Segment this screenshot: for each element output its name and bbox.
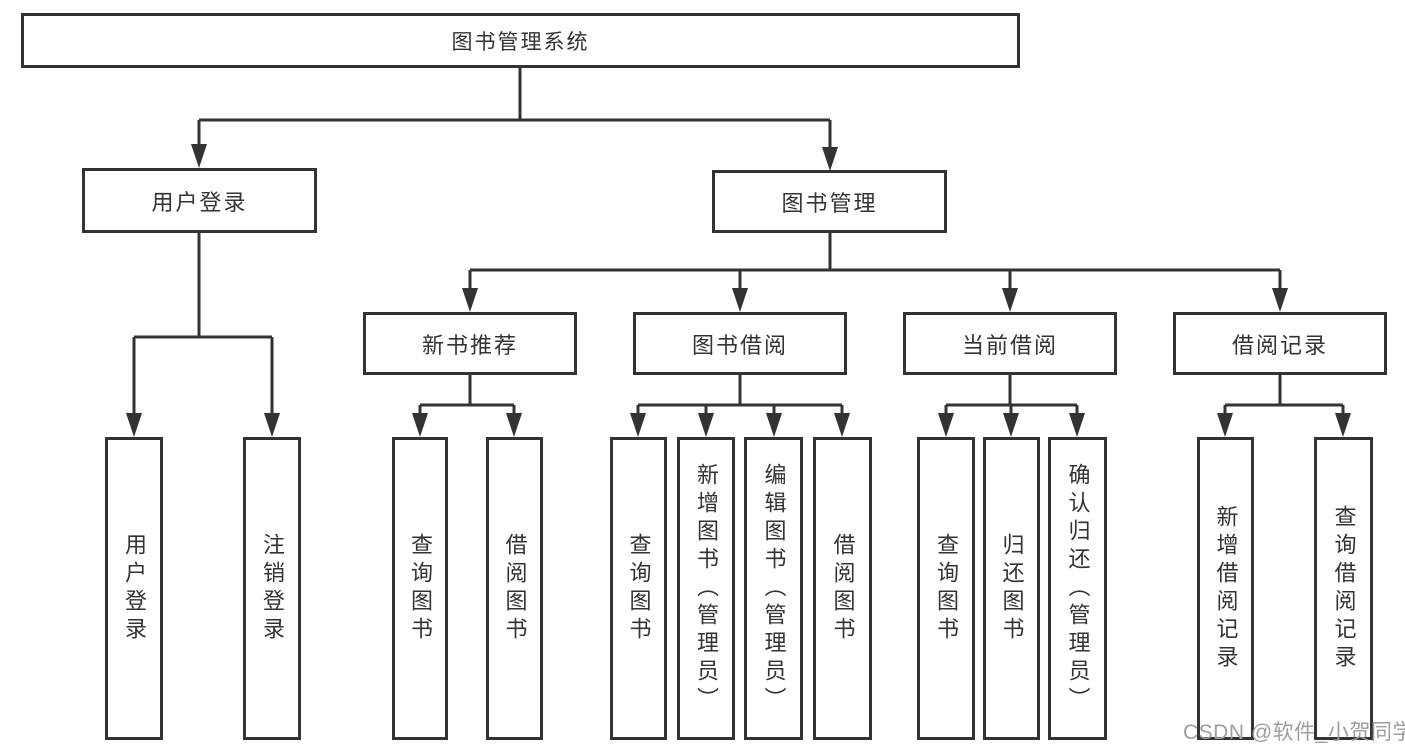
leaf-query-borrow-record: 查询借阅记录 <box>1314 437 1373 740</box>
leaf-query-books-2: 查询图书 <box>610 437 667 740</box>
leaf-query-books-1: 查询图书 <box>392 437 448 740</box>
csdn-watermark: CSDN @软件_小贺同学 <box>1183 721 1405 744</box>
leaf-logout: 注销登录 <box>243 437 301 740</box>
node-current-borrow: 当前借阅 <box>903 312 1117 375</box>
arrowhead-icons <box>126 144 1351 437</box>
node-borrow-record: 借阅记录 <box>1173 312 1387 375</box>
leaf-borrow-books-1: 借阅图书 <box>486 437 543 740</box>
leaf-confirm-return-admin: 确认归还（管理员） <box>1048 437 1107 740</box>
node-book-borrow: 图书借阅 <box>633 312 847 375</box>
leaf-add-borrow-record: 新增借阅记录 <box>1197 437 1254 740</box>
leaf-borrow-books-2: 借阅图书 <box>813 437 872 740</box>
node-book-management-branch: 图书管理 <box>712 170 947 233</box>
node-new-book-recommend: 新书推荐 <box>363 312 577 375</box>
leaf-query-books-3: 查询图书 <box>917 437 975 740</box>
leaf-user-login: 用户登录 <box>105 437 163 740</box>
leaf-return-books: 归还图书 <box>983 437 1040 740</box>
leaf-edit-books-admin: 编辑图书（管理员） <box>744 437 803 740</box>
node-user-login-branch: 用户登录 <box>82 168 317 233</box>
node-library-management-system: 图书管理系统 <box>21 13 1020 68</box>
leaf-add-books-admin: 新增图书（管理员） <box>677 437 735 740</box>
